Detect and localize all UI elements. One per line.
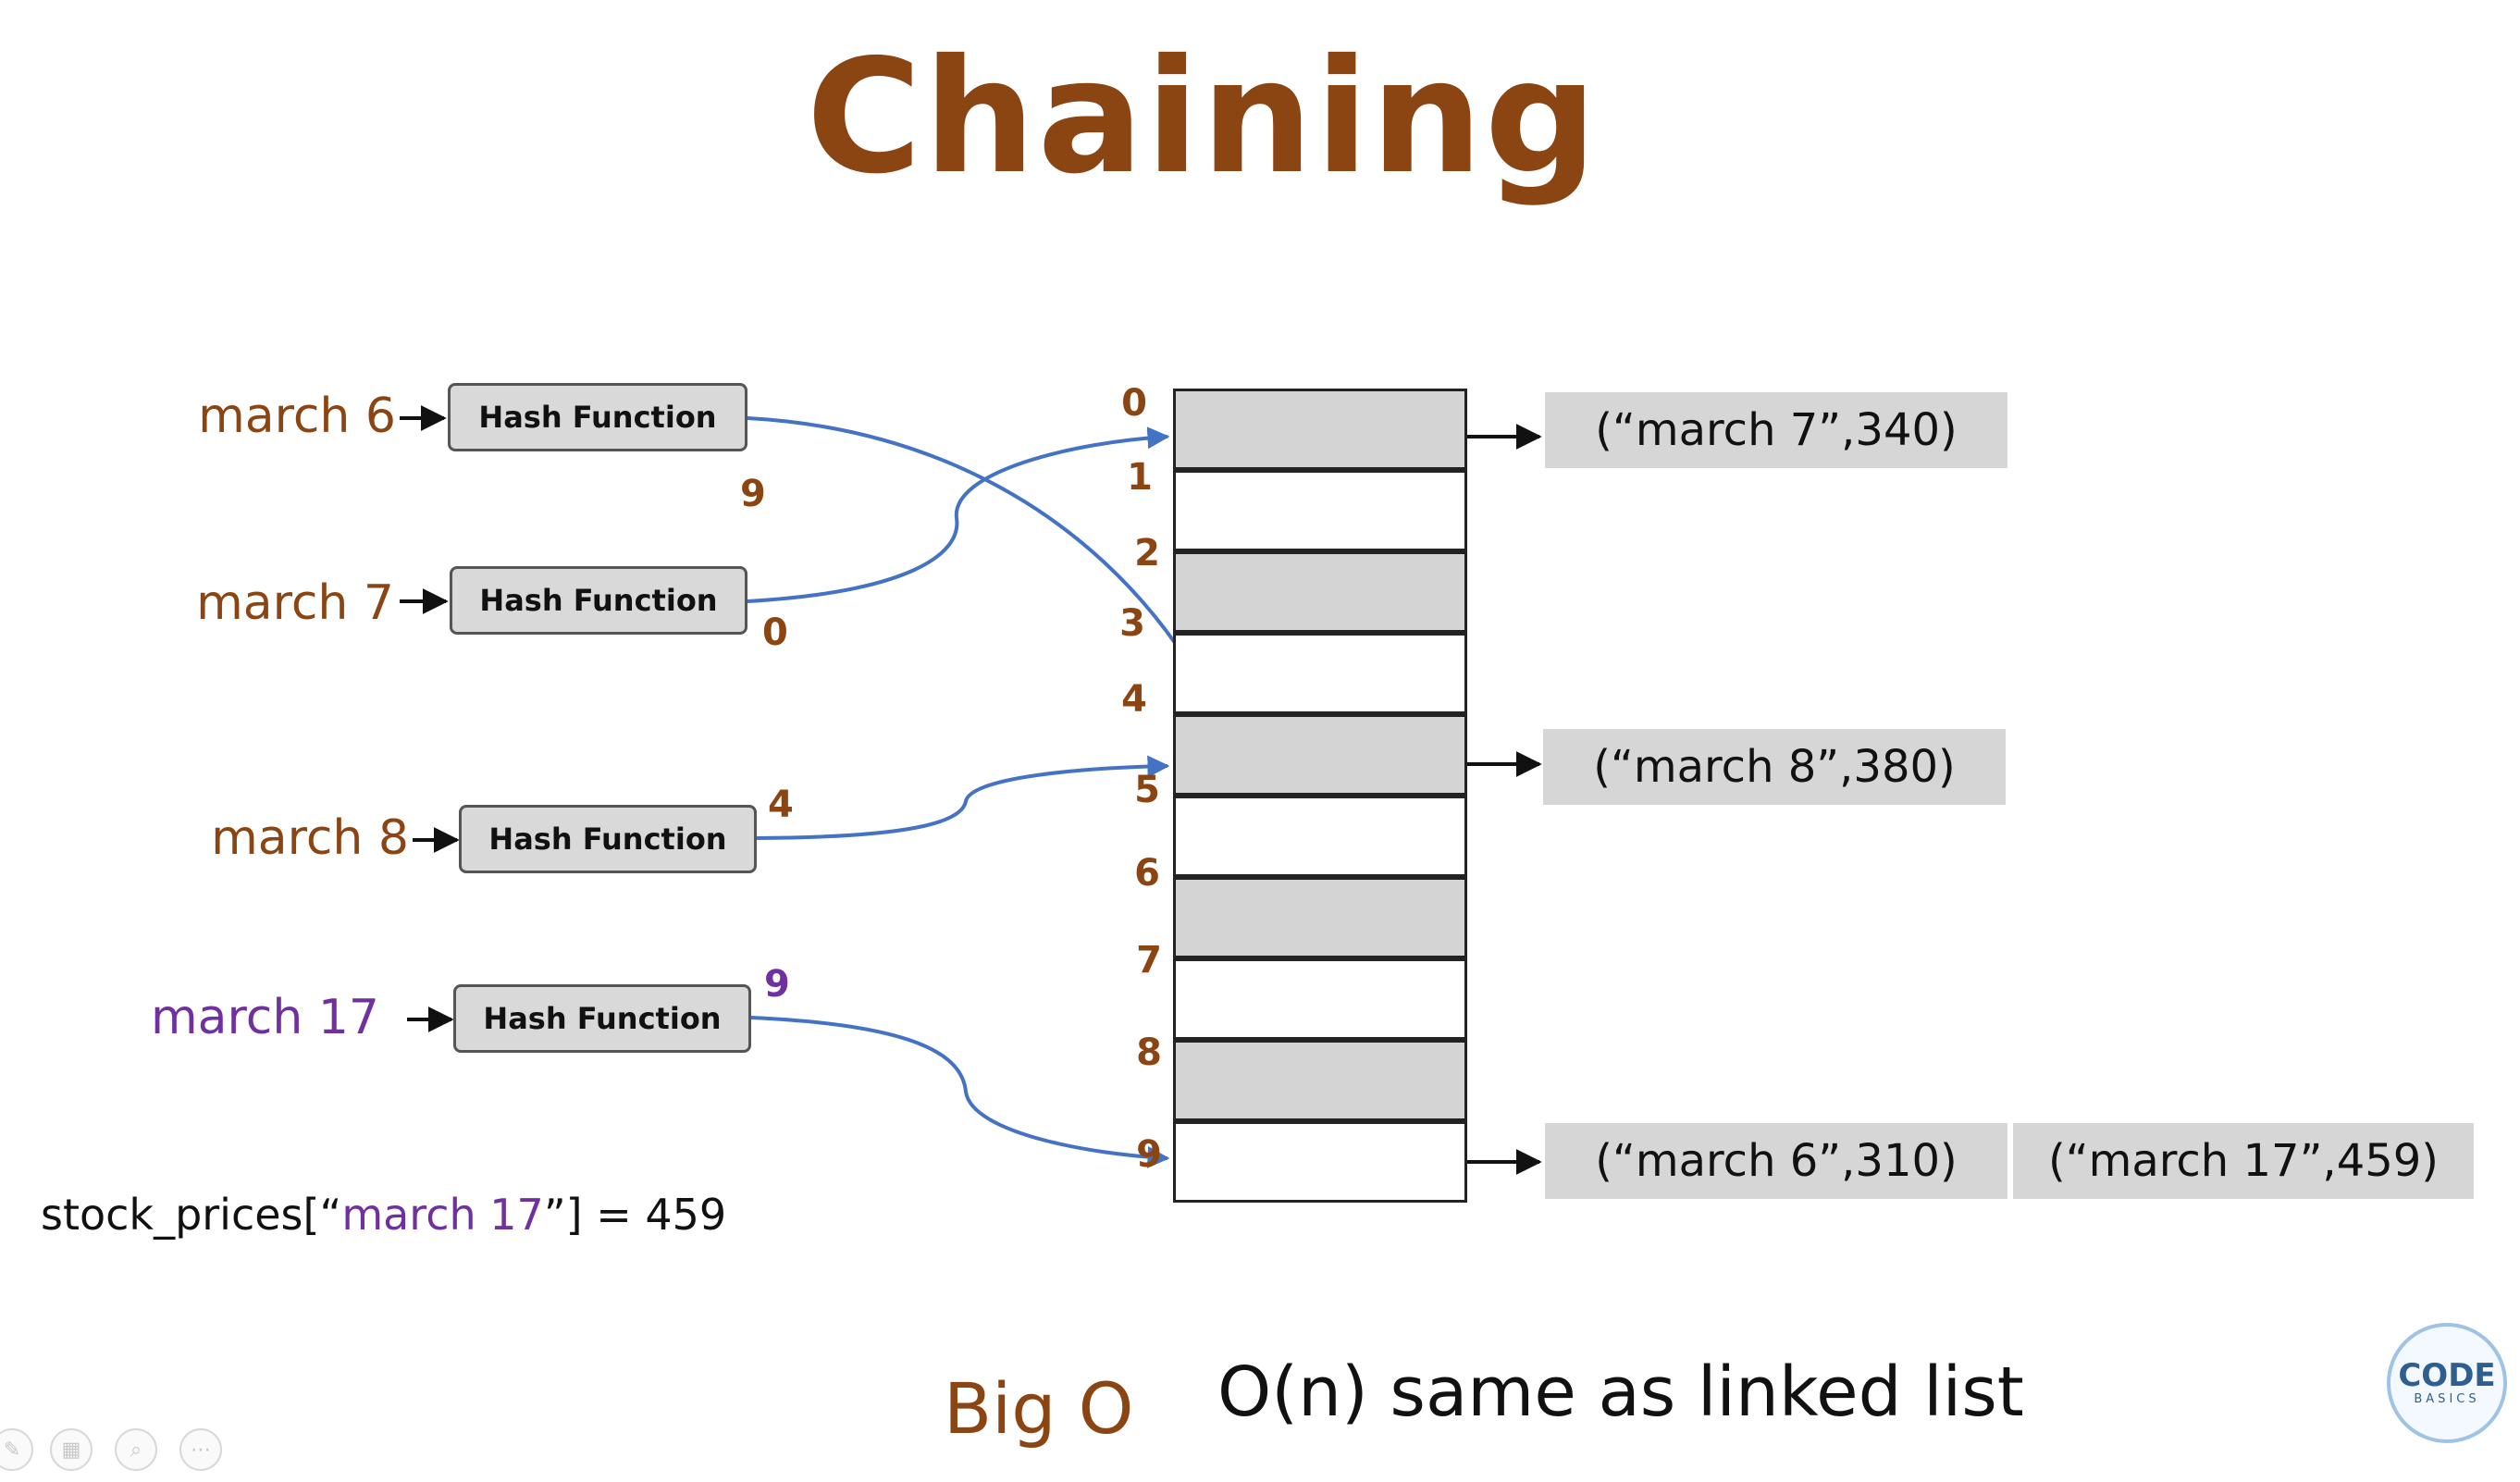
chain-entry-bucket9-first: (“march 6”,310) [1545, 1123, 2007, 1199]
code-key: march 17 [341, 1190, 544, 1240]
curve-march8-to-bucket4 [756, 755, 1170, 840]
bucket-index-label: 0 [1121, 382, 1147, 425]
code-prefix: stock_prices[“ [41, 1190, 342, 1240]
hash-output-march8: 4 [768, 784, 794, 826]
code-basics-logo: CODE BASICS [2387, 1323, 2507, 1443]
more-options-icon[interactable]: ⋯ [179, 1428, 222, 1471]
bucket-slot-9 [1173, 1121, 1467, 1203]
hash-function-box: Hash Function [448, 383, 747, 451]
bucket-slot-3 [1173, 633, 1467, 714]
zoom-icon[interactable]: ⌕ [115, 1428, 157, 1471]
bucket-slot-4 [1173, 714, 1467, 796]
slide-title: Chaining [806, 26, 1600, 209]
bucket-index-label: 6 [1134, 852, 1160, 895]
bucket-index-label: 3 [1119, 602, 1145, 645]
bucket-slot-6 [1173, 877, 1467, 958]
chain-entry-bucket4: (“march 8”,380) [1543, 729, 2006, 805]
bucket-slot-2 [1173, 551, 1467, 633]
hash-output-march17: 9 [764, 963, 790, 1006]
hash-output-march6: 9 [740, 473, 766, 515]
bucket-slot-1 [1173, 470, 1467, 551]
hash-output-march7: 0 [762, 611, 788, 654]
pen-icon[interactable]: ✎ [0, 1428, 33, 1471]
bucket-slot-8 [1173, 1040, 1467, 1121]
bucket-slot-7 [1173, 958, 1467, 1040]
bucket-slot-0 [1173, 389, 1467, 470]
slides-grid-icon[interactable]: ▦ [50, 1428, 93, 1471]
chain-entry-bucket9-second: (“march 17”,459) [2013, 1123, 2474, 1199]
key-label-march17: march 17 [151, 990, 379, 1045]
chain-entry-bucket0: (“march 7”,340) [1545, 392, 2007, 468]
lookup-code-line: stock_prices[“march 17”] = 459 [41, 1190, 726, 1240]
bucket-index-label: 7 [1136, 939, 1162, 982]
bucket-index-label: 2 [1134, 532, 1160, 574]
logo-sub-text: BASICS [2414, 1392, 2480, 1406]
hash-function-box: Hash Function [459, 805, 757, 873]
big-o-label: Big O [944, 1367, 1134, 1450]
bucket-index-label: 1 [1127, 456, 1153, 499]
logo-main-text: CODE [2398, 1357, 2496, 1394]
hash-function-box: Hash Function [453, 984, 751, 1053]
bucket-slot-5 [1173, 796, 1467, 877]
bucket-index-label: 9 [1136, 1133, 1162, 1176]
key-label-march6: march 6 [198, 389, 396, 444]
bucket-index-label: 4 [1121, 678, 1147, 721]
hash-function-box: Hash Function [450, 566, 747, 635]
key-label-march7: march 7 [196, 575, 394, 631]
curve-march7-to-bucket0 [747, 426, 1170, 603]
key-label-march8: march 8 [211, 810, 409, 866]
bucket-index-label: 5 [1134, 769, 1160, 811]
bucket-index-label: 8 [1136, 1031, 1162, 1074]
big-o-text: O(n) same as linked list [1217, 1352, 2024, 1432]
code-suffix: ”] = 459 [543, 1190, 727, 1240]
curve-march17-to-bucket9 [750, 1016, 1170, 1168]
